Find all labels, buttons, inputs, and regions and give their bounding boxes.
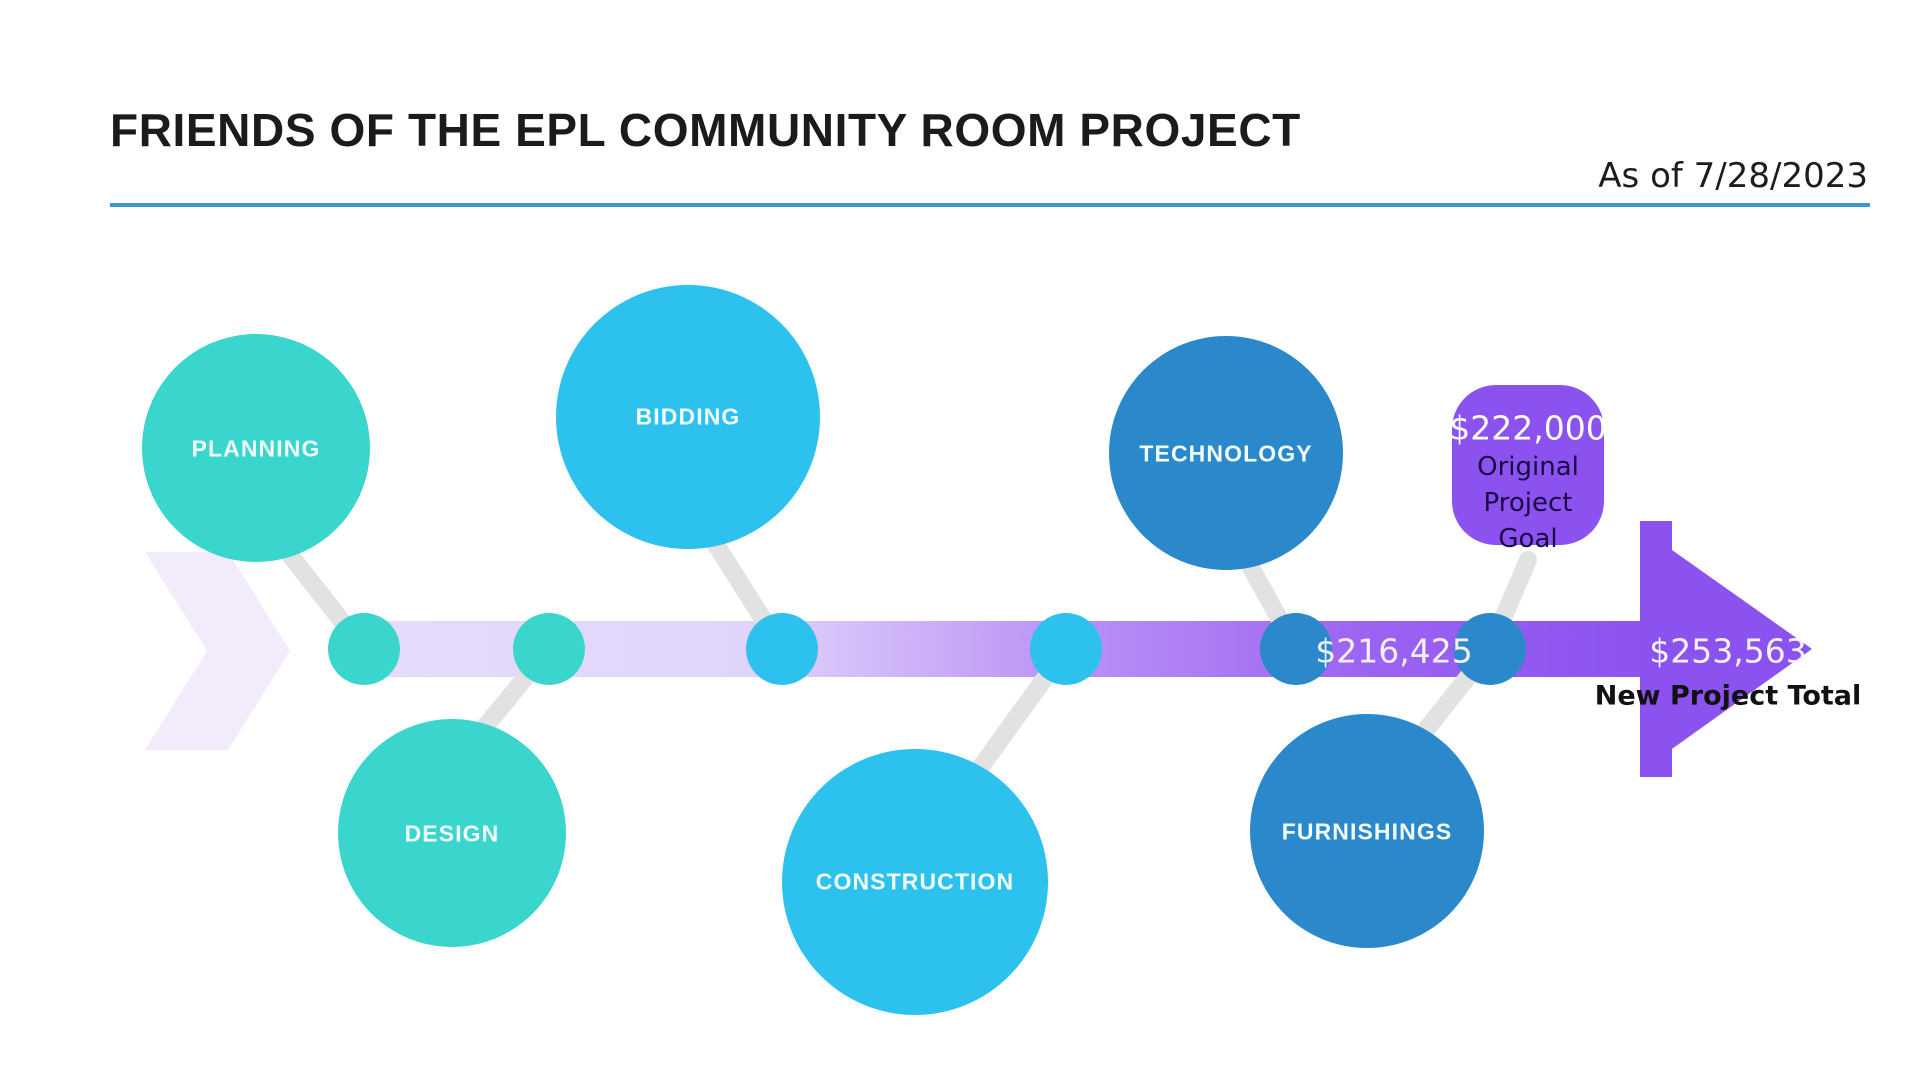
node-furnishings — [1454, 613, 1526, 685]
timeline-arrowhead — [1640, 521, 1812, 777]
timeline-tail-chevron — [145, 552, 290, 750]
bubble-technology — [1109, 336, 1343, 570]
bubble-furnishings — [1250, 714, 1484, 948]
node-construction — [1030, 613, 1102, 685]
node-bidding — [746, 613, 818, 685]
bubble-bidding — [556, 285, 820, 549]
bubble-construction — [782, 749, 1048, 1015]
timeline-nodes — [328, 613, 1526, 685]
bubble-planning — [142, 334, 370, 562]
node-technology — [1260, 613, 1332, 685]
page-title: FRIENDS OF THE EPL COMMUNITY ROOM PROJEC… — [110, 104, 1301, 156]
node-planning — [328, 613, 400, 685]
stage-bubbles — [142, 285, 1484, 1015]
node-design — [513, 613, 585, 685]
header-divider — [110, 203, 1870, 207]
as-of-date: As of 7/28/2023 — [1598, 156, 1868, 196]
goal-card — [1452, 385, 1604, 545]
bubble-design — [338, 719, 566, 947]
